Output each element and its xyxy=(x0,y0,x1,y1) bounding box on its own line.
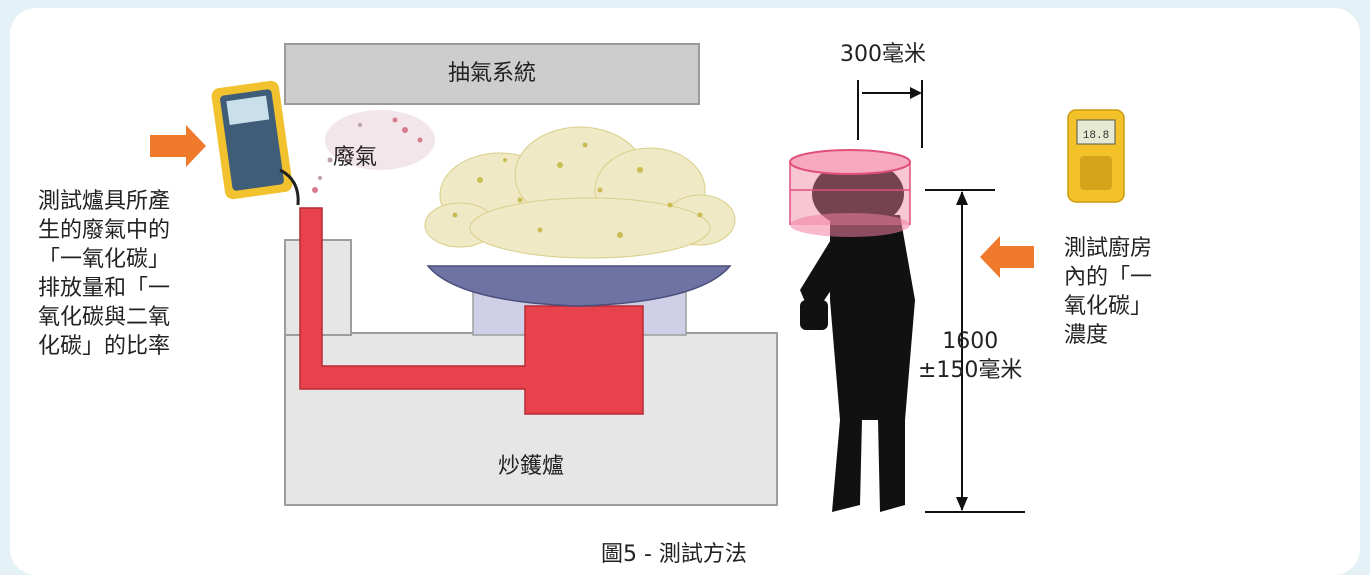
arrow-left-icon xyxy=(980,236,1034,278)
height-label: 1600 ±150毫米 xyxy=(918,329,1023,383)
flue-pipe xyxy=(299,207,644,415)
stove-label: 炒鑊爐 xyxy=(497,454,564,479)
exhaust-label: 廢氣 xyxy=(333,145,378,170)
extraction-hood xyxy=(284,43,700,105)
co-detector xyxy=(1067,109,1125,203)
right-description: 測試廚房 內的「一 氧化碳」 濃度 xyxy=(1064,236,1153,348)
height-dimension xyxy=(925,189,1025,513)
arrow-right-icon xyxy=(150,125,206,167)
person-silhouette xyxy=(800,160,915,512)
left-description: 測試爐具所產 生的廢氣中的 「一氧化碳」 排放量和「一 氧化碳與二氧 化碳」的比… xyxy=(38,189,171,359)
distance-label: 300毫米 xyxy=(840,42,926,67)
sensor-zone xyxy=(789,149,911,237)
steam-speckles xyxy=(452,142,703,238)
flue-gas-analyser xyxy=(211,80,300,206)
detector-display: 18.8 xyxy=(1083,130,1109,142)
steam-cloud xyxy=(424,126,736,259)
figure-caption: 圖5 - 測試方法 xyxy=(601,542,747,567)
wok xyxy=(426,265,732,307)
distance-dimension xyxy=(857,80,923,148)
exhaust-plume xyxy=(312,110,435,193)
hood-label: 抽氣系統 xyxy=(447,61,536,86)
